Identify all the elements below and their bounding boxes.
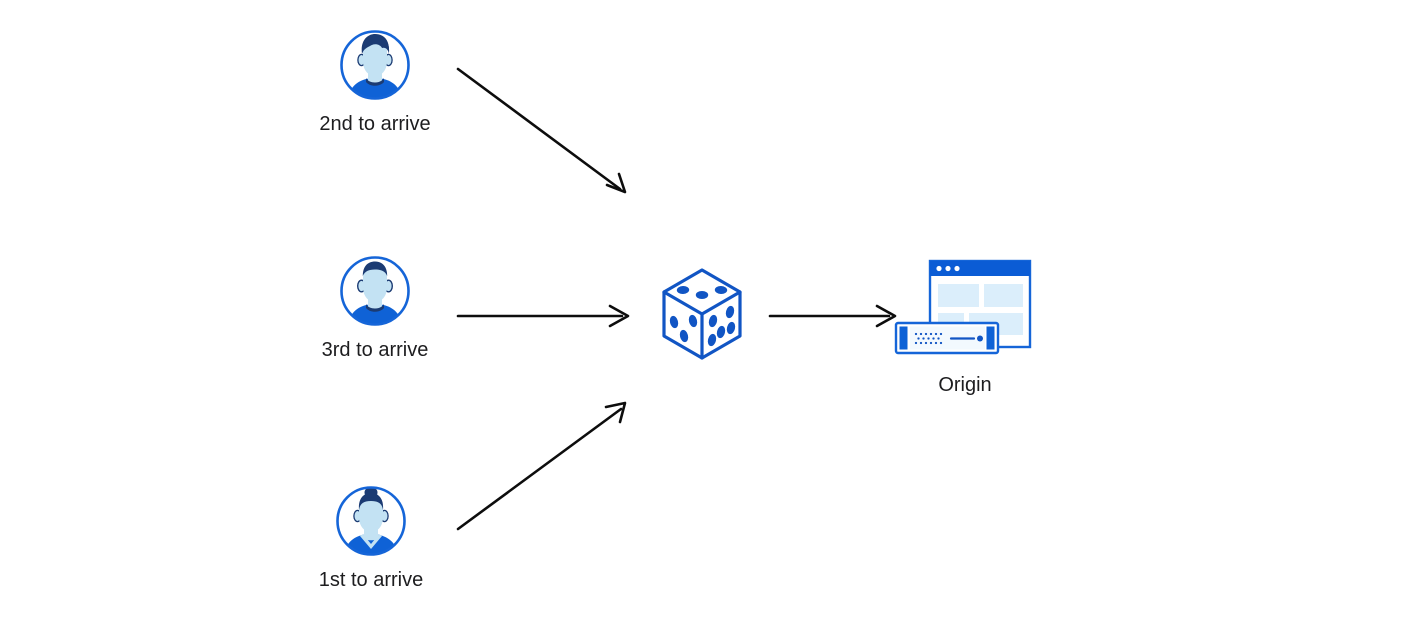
client-label-1st: 1st to arrive (318, 569, 424, 591)
avatar-male-short-hair-icon (340, 256, 410, 326)
server-device (894, 321, 1000, 355)
avatar-female-bun-hair-icon (336, 486, 406, 556)
browser-window-with-server-icon (894, 259, 1032, 355)
arrow-dice-to-origin (768, 304, 897, 328)
avatar-male-wavy-hair-icon (340, 30, 410, 100)
arrow-client3-to-dice (456, 304, 630, 328)
load-balancer-dice[interactable] (658, 264, 746, 364)
client-node-3rd[interactable]: 3rd to arrive (311, 254, 439, 362)
dice-cube-icon (662, 268, 742, 360)
origin-label: Origin (938, 374, 992, 396)
arrow-client1-to-dice (456, 401, 627, 531)
client-label-2nd: 2nd to arrive (319, 113, 431, 135)
arrow-client2-to-dice (456, 67, 627, 194)
client-node-1st[interactable]: 1st to arrive (307, 484, 435, 592)
client-label-3rd: 3rd to arrive (321, 339, 429, 361)
origin-node[interactable]: Origin (886, 255, 1044, 397)
client-node-2nd[interactable]: 2nd to arrive (311, 28, 439, 136)
